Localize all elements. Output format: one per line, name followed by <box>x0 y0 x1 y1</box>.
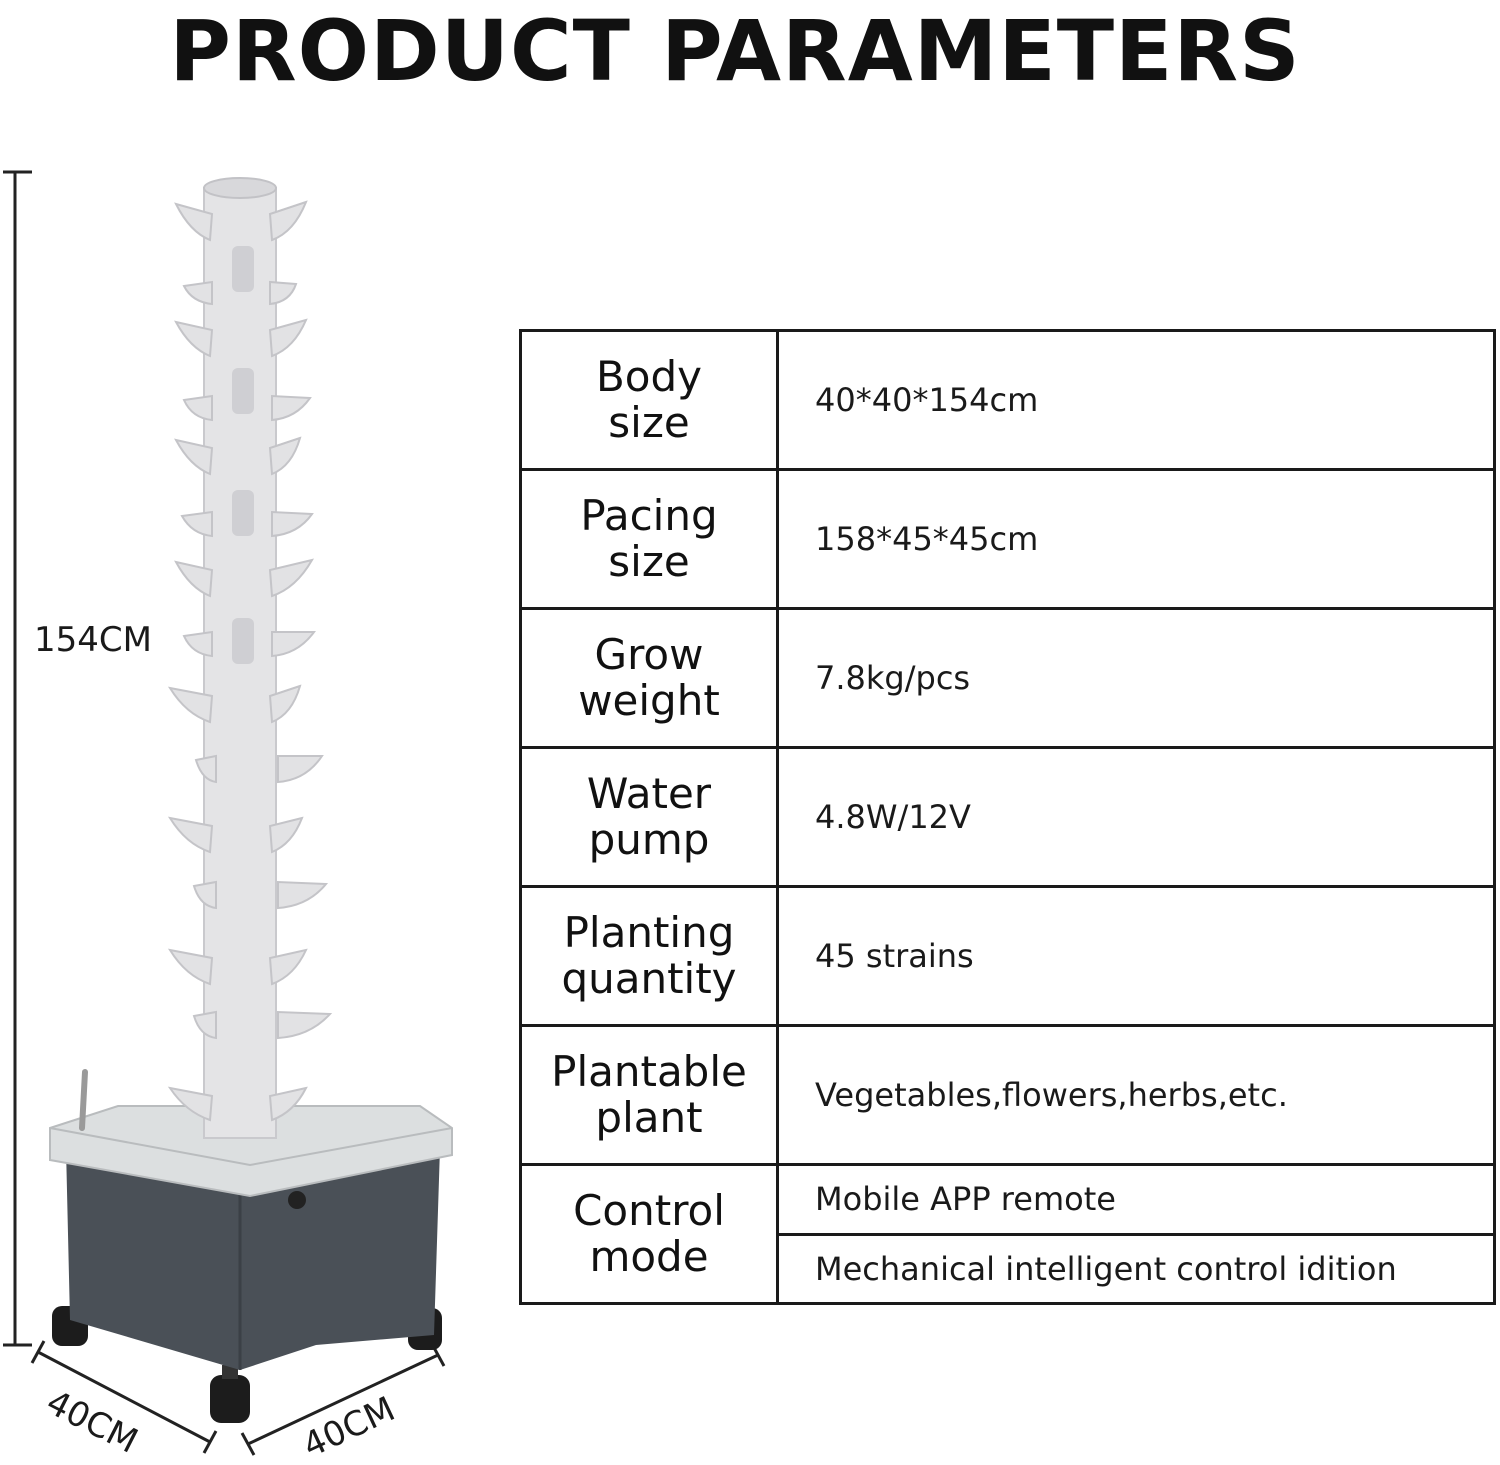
spec-value: Vegetables,flowers,herbs,etc. <box>776 1024 1496 1166</box>
reservoir-base <box>66 1148 440 1370</box>
reservoir-lid <box>49 1069 453 1198</box>
width-label: 40CM <box>297 1389 401 1460</box>
spec-value: 158*45*45cm <box>776 468 1496 610</box>
spec-value: Mechanical intelligent control idition <box>776 1232 1496 1305</box>
table-row: Mechanical intelligent control idition <box>521 1232 1496 1305</box>
height-dimension-line <box>3 170 32 1347</box>
spec-value: 40*40*154cm <box>776 329 1496 471</box>
depth-label: 40CM <box>40 1382 144 1460</box>
height-label: 154CM <box>34 620 152 660</box>
spec-value: 4.8W/12V <box>776 746 1496 888</box>
spec-value: 7.8kg/pcs <box>776 607 1496 749</box>
depth-dimension-line <box>30 1340 218 1454</box>
spec-value: 45 strains <box>776 885 1496 1027</box>
spec-value: Mobile APP remote <box>776 1163 1496 1236</box>
planting-cup-icons <box>167 200 333 1122</box>
product-illustration: 154CM 40CM 40CM <box>3 170 453 1460</box>
tower-column <box>203 177 277 1139</box>
page-title: PRODUCT PARAMETERS <box>169 2 1301 100</box>
